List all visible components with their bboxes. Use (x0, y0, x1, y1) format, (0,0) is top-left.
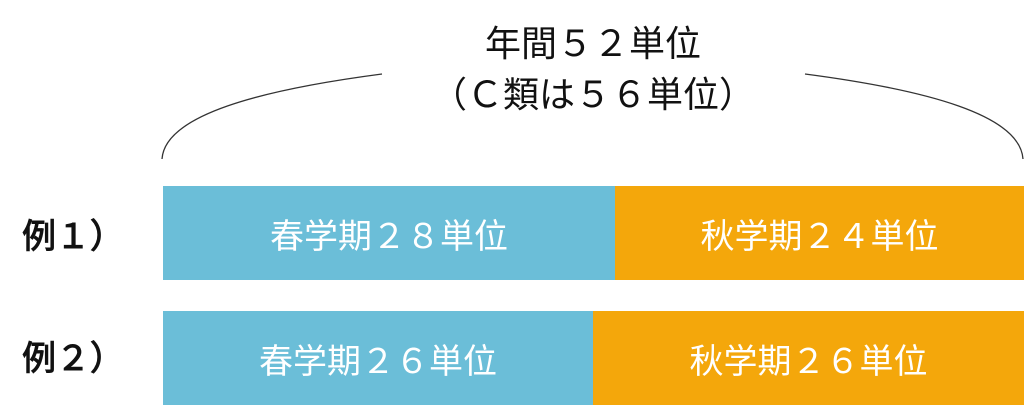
example-2-autumn-bar: 秋学期２６単位 (593, 311, 1024, 405)
example-1-label: 例１） (22, 217, 124, 257)
brace-right (804, 73, 1024, 160)
class-c-note: （Ｃ類は５６単位） (430, 75, 755, 116)
example-2-spring-bar: 春学期２６単位 (163, 311, 593, 405)
brace-left (161, 73, 383, 160)
example-1-autumn-bar: 秋学期２４単位 (615, 186, 1024, 280)
total-units-title: 年間５２単位 (484, 24, 701, 65)
example-2-label: 例２） (22, 339, 124, 379)
example-1-spring-bar: 春学期２８単位 (163, 186, 615, 280)
